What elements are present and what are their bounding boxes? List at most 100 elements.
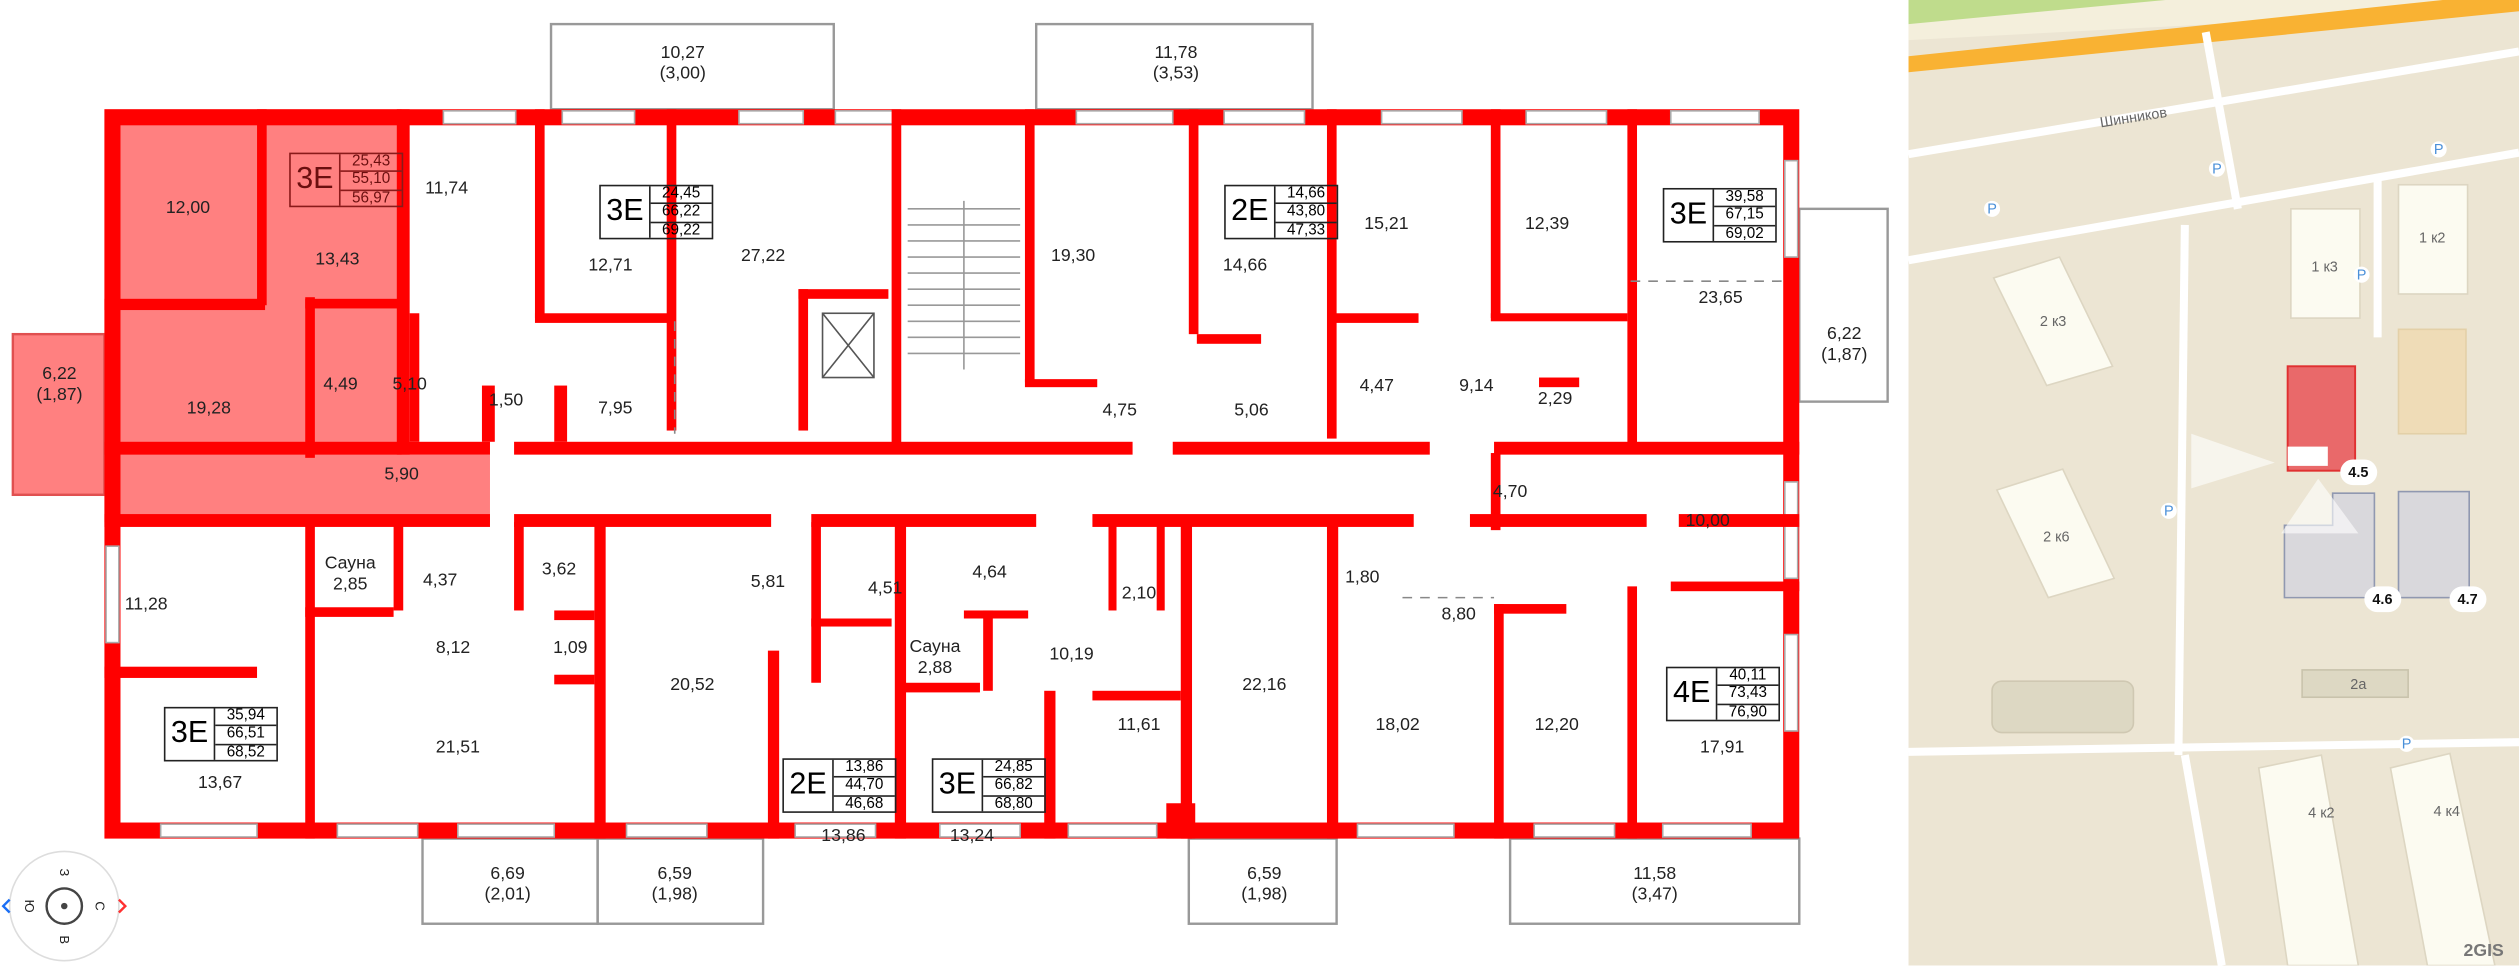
compass-north: С <box>92 901 107 911</box>
balcony-label: 6,59(1,98) <box>1241 864 1288 905</box>
building <box>1995 468 2116 599</box>
parking-icon: P <box>2430 141 2447 158</box>
balcony-outline <box>1798 207 1889 403</box>
room-area: 10,19 <box>1049 645 1094 665</box>
room-area: 15,21 <box>1364 214 1409 234</box>
living-area: 40,11 <box>1717 667 1779 687</box>
room-area: 4,37 <box>422 571 458 591</box>
room-area: 3,62 <box>541 559 577 580</box>
balcony-label: 6,22(1,87) <box>1821 324 1868 365</box>
room-area: 4,47 <box>1359 376 1394 397</box>
building <box>2290 208 2361 319</box>
parking-icon: P <box>2208 160 2226 177</box>
room-area: 8,12 <box>435 638 471 658</box>
room-area: 1,50 <box>488 391 524 411</box>
total-area-with-balcony: 69,22 <box>662 221 701 239</box>
selected-apartment <box>104 109 490 523</box>
compass[interactable]: З С Ю В <box>0 848 129 965</box>
room-area: 5,90 <box>384 465 419 485</box>
room-area: 19,30 <box>1051 246 1096 266</box>
total-area: 66,51 <box>215 725 277 745</box>
apartment-type: 3Е <box>165 708 216 760</box>
living-area: 24,85 <box>983 759 1045 779</box>
room-area: 4,51 <box>867 579 903 599</box>
balcony-label: 6,22(1,87) <box>36 364 83 405</box>
interior-walls <box>104 109 1800 839</box>
room-area: 8,80 <box>1441 604 1476 625</box>
parking-icon: P <box>2160 502 2177 519</box>
building-pin[interactable]: 4.7 <box>2449 586 2486 613</box>
total-area-with-balcony: 47,33 <box>1286 221 1326 239</box>
balcony-label: 10,27(3,00) <box>659 43 706 84</box>
living-area: 25,43 <box>340 153 402 173</box>
room-area: 7,95 <box>598 399 633 419</box>
room-area: 23,65 <box>1698 288 1743 308</box>
room-area: 20,52 <box>670 675 715 695</box>
total-area-with-balcony: 76,90 <box>1728 702 1767 721</box>
room-area: 4,75 <box>1102 400 1137 421</box>
total-area-with-balcony: 68,80 <box>994 794 1033 813</box>
building-label: 1 к3 <box>2311 258 2338 275</box>
room-area: 13,86 <box>821 826 866 846</box>
living-area: 14,66 <box>1275 185 1337 205</box>
room-area: 12,20 <box>1534 715 1579 735</box>
staircase <box>907 200 1021 370</box>
room-area: 5,81 <box>750 572 786 592</box>
chevron-left-icon <box>1 898 11 914</box>
apartment-type: 2Е <box>1226 186 1276 238</box>
compass-east: В <box>57 935 72 945</box>
apartment-type: 3Е <box>1664 189 1715 241</box>
room-area: 14,66 <box>1222 256 1268 276</box>
building <box>2397 183 2469 295</box>
location-map[interactable]: Шинников 1 к3 1 к2 2 к3 2 к6 2а 4 к2 4 к… <box>1908 0 2519 966</box>
room-area: 10,00 <box>1685 511 1730 531</box>
total-area-with-balcony: 46,68 <box>845 794 884 813</box>
floor-plan <box>11 22 1889 925</box>
balcony-label: 11,78(3,53) <box>1152 43 1200 84</box>
room-area: 27,22 <box>740 246 786 266</box>
apartment-type: 3Е <box>933 759 984 812</box>
room-area: 2,29 <box>1537 389 1573 409</box>
living-area: 39,58 <box>1714 188 1776 208</box>
room-area: 4,70 <box>1492 482 1528 503</box>
room-area: 4,49 <box>323 375 358 395</box>
building <box>1992 256 2114 387</box>
room-area: 13,67 <box>197 773 243 793</box>
room-area: 17,91 <box>1700 738 1745 758</box>
map-attribution: 2GIS <box>2463 941 2504 961</box>
balcony-label: 6,59(1,98) <box>651 864 698 905</box>
room-area: 4,64 <box>972 563 1007 583</box>
total-area: 55,10 <box>340 171 402 191</box>
building-label: 4 к2 <box>2308 804 2335 821</box>
room-area: 19,28 <box>186 399 231 419</box>
total-area-with-balcony: 68,52 <box>226 743 265 761</box>
room-area: 2,10 <box>1121 583 1157 604</box>
room-area: 13,43 <box>315 249 360 270</box>
room-area: 11,28 <box>124 595 168 615</box>
living-area: 35,94 <box>215 707 277 727</box>
building-pin[interactable]: 4.5 <box>2340 459 2377 486</box>
total-area-with-balcony: 56,97 <box>351 188 391 207</box>
apartment-type: 3Е <box>601 186 651 238</box>
room-area: 13,24 <box>949 826 995 846</box>
total-area: 73,43 <box>1717 685 1779 705</box>
building-label: 2а <box>2350 676 2367 693</box>
building-label: 4 к4 <box>2433 803 2460 820</box>
room-area: 1,80 <box>1345 567 1380 588</box>
building-label: 2 к6 <box>2043 528 2070 545</box>
compass-west: З <box>57 868 72 877</box>
compass-south: Ю <box>21 899 37 913</box>
building-pin[interactable]: 4.6 <box>2364 586 2401 613</box>
total-area-with-balcony: 69,02 <box>1725 224 1764 242</box>
room-area: 18,02 <box>1375 715 1420 735</box>
